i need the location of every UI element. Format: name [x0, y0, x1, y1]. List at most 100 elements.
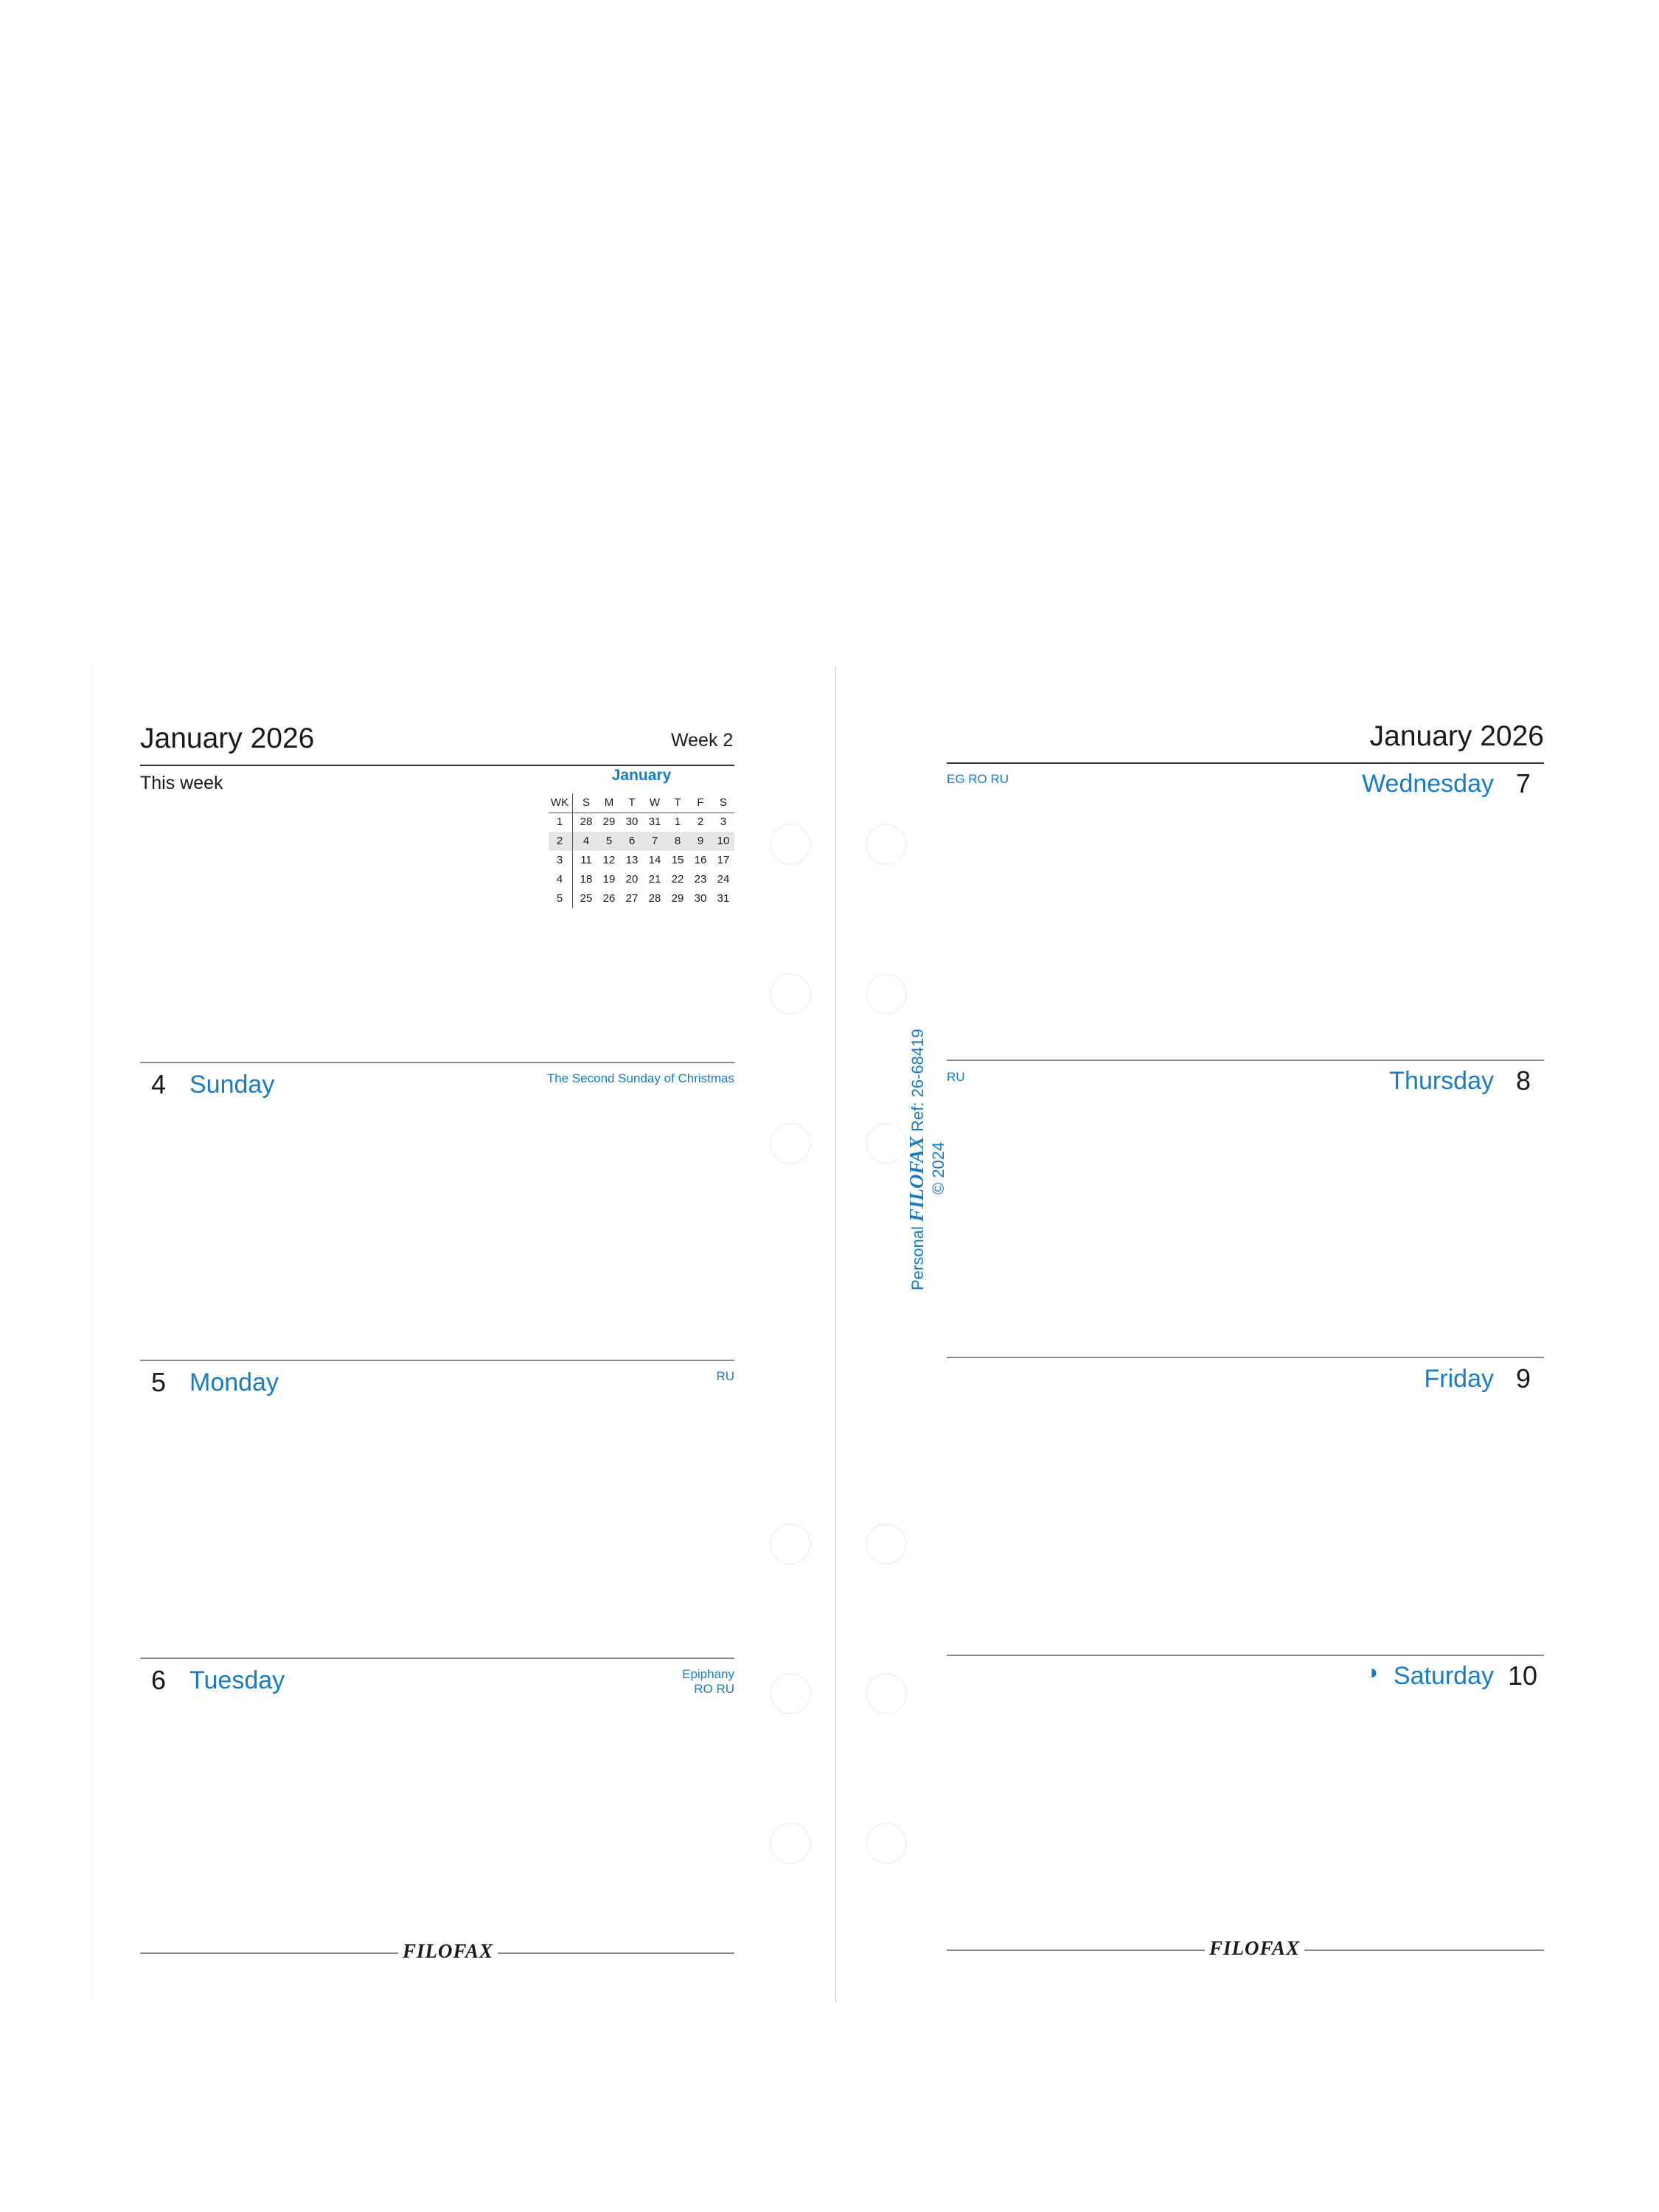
- mc-week-rule: [572, 793, 573, 908]
- left-month-title: January 2026: [140, 723, 315, 754]
- left-page: [93, 667, 830, 2002]
- sunday-note: The Second Sunday of Christmas: [546, 1071, 734, 1085]
- mc-week-highlight: [549, 832, 734, 851]
- mc-day-cell: 4: [582, 835, 590, 847]
- mc-header-day: S: [719, 796, 727, 809]
- spine-copyright: © 2024: [929, 1141, 947, 1194]
- mc-day-cell: 8: [674, 835, 681, 847]
- friday-rule: [947, 1357, 1544, 1358]
- right-header-rule: [947, 762, 1544, 764]
- mc-day-cell: 14: [648, 854, 661, 866]
- punch-hole: [866, 1123, 907, 1164]
- mc-day-cell: 19: [602, 873, 616, 886]
- wednesday-date: 7: [1516, 768, 1531, 799]
- mc-header-day: W: [649, 796, 661, 809]
- mc-day-cell: 9: [697, 835, 704, 847]
- mc-week-number: 3: [556, 854, 563, 866]
- mini-calendar-title: January: [611, 767, 672, 784]
- left-header-rule: [140, 765, 734, 766]
- monday-label: Monday: [189, 1368, 279, 1397]
- mini-calendar-week-row: 3 11 12 13 14 15 16 17: [549, 851, 734, 870]
- mc-week-number: 5: [556, 892, 563, 905]
- tuesday-label: Tuesday: [189, 1666, 285, 1694]
- mc-header-day: S: [582, 796, 590, 809]
- monday-date: 5: [151, 1367, 167, 1397]
- tuesday-note-1: Epiphany: [682, 1667, 734, 1681]
- punch-hole: [770, 1673, 811, 1714]
- mc-day-cell: 26: [602, 892, 616, 905]
- mc-day-cell: 29: [602, 815, 616, 828]
- mc-day-cell: 2: [697, 815, 704, 828]
- mc-header-day: F: [697, 796, 704, 809]
- mini-calendar-header: WK S M T W T F S: [549, 793, 734, 813]
- spine-imprint: Personal FILOFAX Ref: 26-68419 © 2024: [905, 1029, 947, 1290]
- spine-brand: FILOFAX: [905, 1135, 928, 1222]
- mc-day-cell: 17: [717, 854, 730, 866]
- mc-day-cell: 20: [625, 873, 639, 886]
- mc-day-cell: 27: [625, 892, 639, 905]
- mc-day-cell: 29: [671, 892, 684, 905]
- punch-hole: [866, 1823, 907, 1864]
- right-month-title: January 2026: [1369, 720, 1544, 752]
- punch-hole: [866, 824, 907, 865]
- spine-size-label: Personal: [908, 1226, 927, 1290]
- mc-day-cell: 23: [694, 873, 707, 886]
- punch-hole: [866, 1523, 907, 1565]
- right-filofax-logo: FILOFAX: [1205, 1937, 1305, 1960]
- this-week-label: This week: [140, 773, 223, 793]
- monday-note: RU: [716, 1369, 734, 1383]
- tuesday-note-2: RO RU: [694, 1682, 734, 1696]
- tuesday-date: 6: [151, 1665, 167, 1695]
- mc-day-cell: 16: [694, 854, 707, 866]
- mc-header-day: M: [604, 796, 614, 809]
- mc-day-cell: 24: [717, 873, 730, 886]
- mc-week-number: 4: [556, 873, 563, 886]
- mc-day-cell: 3: [720, 815, 727, 828]
- mc-day-cell: 12: [602, 854, 616, 866]
- tuesday-rule: [140, 1658, 734, 1659]
- punch-hole: [770, 973, 811, 1015]
- punch-hole: [866, 1673, 907, 1714]
- friday-label: Friday: [1424, 1365, 1494, 1393]
- wednesday-label: Wednesday: [1362, 770, 1494, 798]
- spine-ref: Ref: 26-68419: [908, 1029, 927, 1132]
- mc-day-cell: 6: [628, 835, 636, 847]
- left-filofax-logo: FILOFAX: [398, 1940, 498, 1963]
- mc-day-cell: 7: [651, 835, 658, 847]
- mc-day-cell: 28: [648, 892, 661, 905]
- saturday-rule: [947, 1655, 1544, 1656]
- mc-day-cell: 31: [717, 892, 730, 905]
- week-label: Week 2: [671, 730, 734, 751]
- punch-hole: [770, 1823, 811, 1864]
- thursday-label: Thursday: [1389, 1067, 1494, 1095]
- mc-header-day: T: [674, 796, 681, 809]
- mc-day-cell: 28: [580, 815, 593, 828]
- mc-day-cell: 13: [625, 854, 639, 866]
- right-page: [836, 667, 1573, 2002]
- thursday-rule: [947, 1060, 1544, 1061]
- mc-week-number: 1: [556, 815, 563, 828]
- sunday-rule: [140, 1062, 734, 1063]
- mc-header-wk: WK: [550, 796, 569, 809]
- punch-hole: [770, 824, 811, 865]
- mc-day-cell: 25: [580, 892, 593, 905]
- mc-day-cell: 1: [674, 815, 681, 828]
- mc-day-cell: 15: [671, 854, 684, 866]
- mc-day-cell: 21: [648, 873, 661, 886]
- mc-day-cell: 10: [717, 835, 730, 847]
- punch-hole: [770, 1123, 811, 1164]
- mc-day-cell: 5: [605, 835, 613, 847]
- mc-day-cell: 11: [580, 854, 592, 866]
- mc-day-cell: 18: [580, 873, 593, 886]
- mc-header-day: T: [628, 796, 636, 809]
- wednesday-note: EG RO RU: [947, 772, 1009, 786]
- friday-date: 9: [1516, 1363, 1531, 1394]
- moon-phase-icon: ◑: [1366, 1660, 1378, 1683]
- thursday-date: 8: [1516, 1065, 1531, 1096]
- sunday-label: Sunday: [189, 1071, 275, 1099]
- saturday-label: Saturday: [1393, 1662, 1494, 1690]
